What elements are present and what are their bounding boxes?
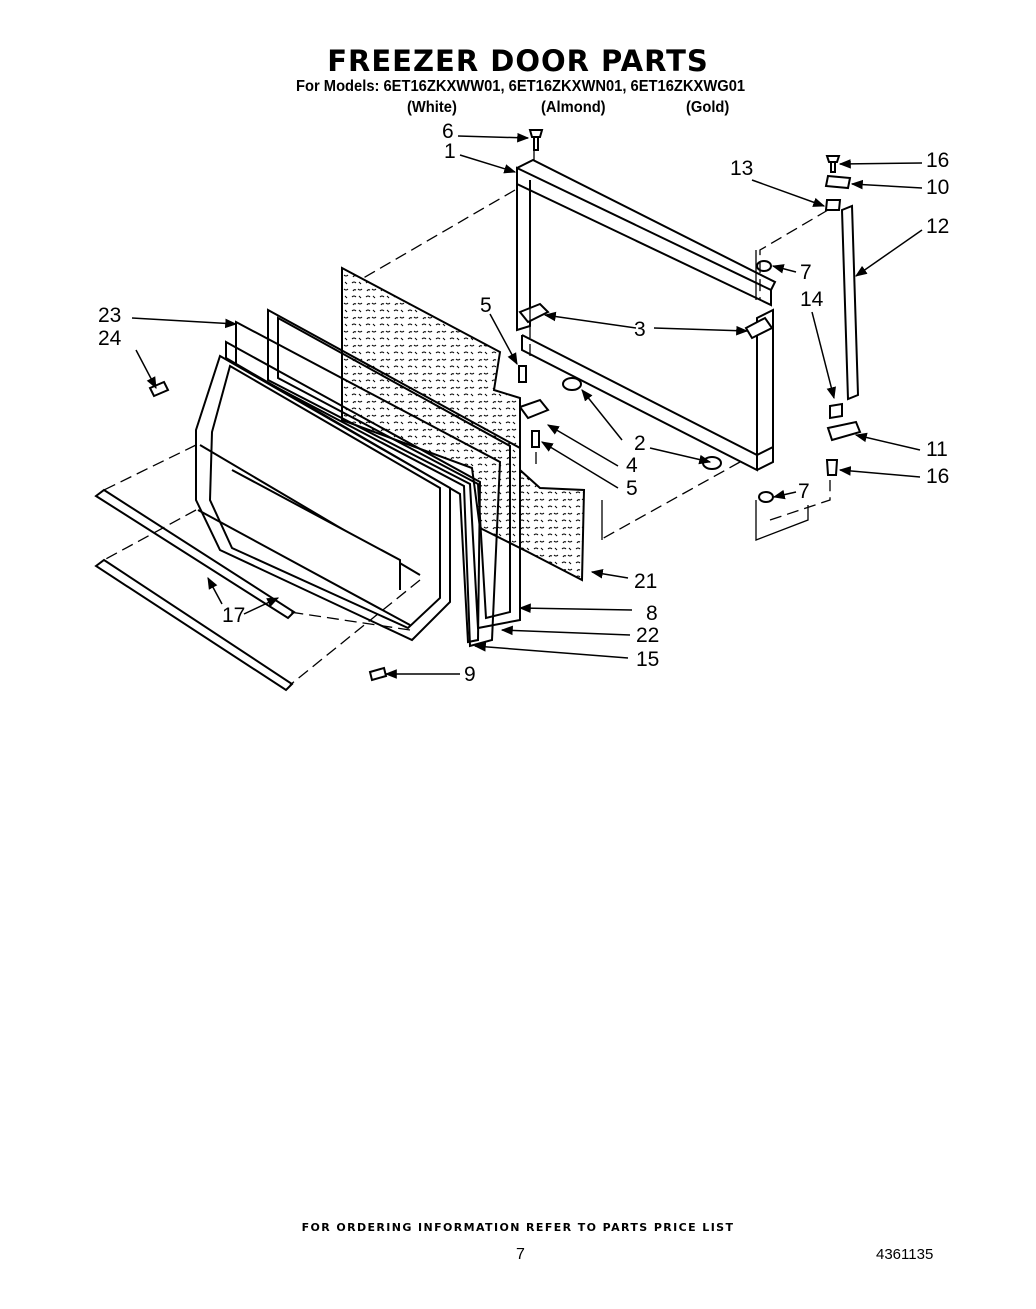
color-gold: (Gold) [686,99,730,116]
handle-trim-strip [824,174,862,442]
callout-23: 23 [98,304,121,327]
callout-14: 14 [800,288,824,311]
color-almond: (Almond) [541,99,606,116]
callout-7-top: 7 [800,261,812,284]
callout-15: 15 [636,648,659,671]
callout-9: 9 [464,663,476,686]
callout-6: 6 [442,120,454,143]
callout-1: 1 [444,140,456,163]
callout-12: 12 [926,215,949,238]
callout-22: 22 [636,624,659,647]
page-title: FREEZER DOOR PARTS [327,44,709,78]
callout-5-upper: 5 [480,294,492,317]
callout-10: 10 [926,176,949,199]
leader-lines [131,132,923,679]
callout-21: 21 [634,570,657,593]
callout-11: 11 [926,438,948,461]
hinge-brackets [518,302,774,340]
callout-7-bottom: 7 [798,480,810,503]
assembly-lines [103,150,831,686]
callout-24: 24 [98,327,122,350]
insulation-panel [341,266,586,582]
screws [148,129,841,682]
callout-4: 4 [626,454,638,477]
document-number: 4361135 [876,1246,934,1263]
callout-5-lower: 5 [626,477,638,500]
callout-13: 13 [730,157,753,180]
door-liner [195,354,451,642]
bushings [518,260,774,503]
callout-2: 2 [634,432,646,455]
color-white: (White) [407,99,457,116]
door-frame [516,158,777,472]
models-line: For Models: 6ET16ZKXWW01, 6ET16ZKXWN01, … [296,78,746,95]
ordering-note: FOR ORDERING INFORMATION REFER TO PARTS … [301,1221,735,1234]
callout-16-top: 16 [926,149,949,172]
callout-8: 8 [646,602,658,625]
callout-17: 17 [222,604,245,627]
page-number: 7 [516,1246,525,1263]
callout-16-bottom: 16 [926,465,949,488]
bracket-lines [601,250,809,541]
callout-3: 3 [634,318,646,341]
